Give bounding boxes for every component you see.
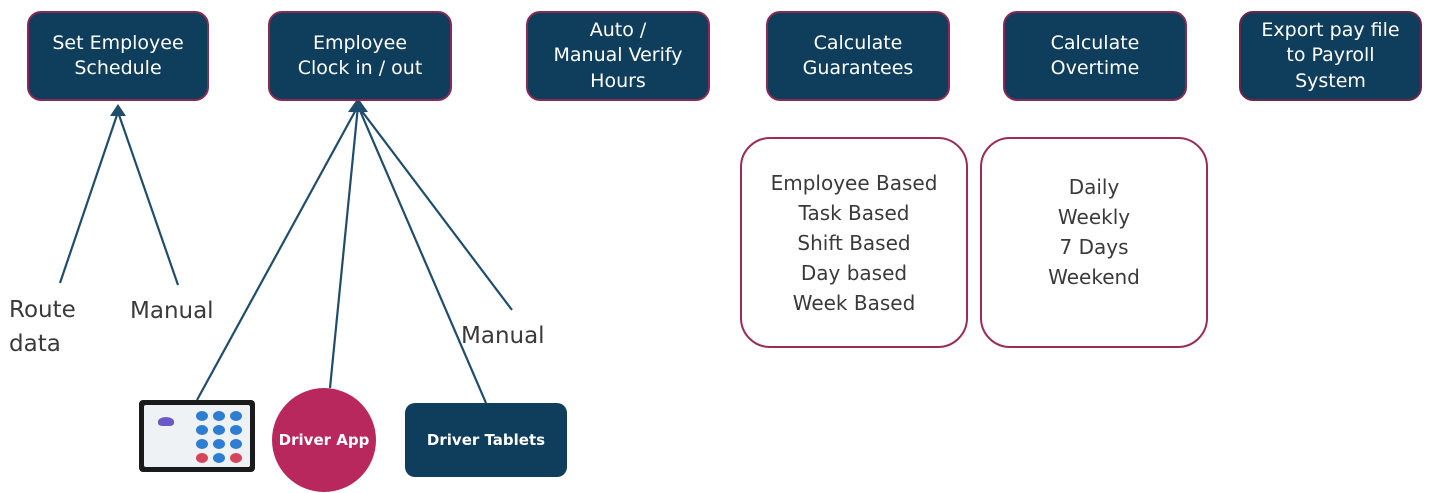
route-data-label: Route data [9, 297, 76, 357]
driver-app-circle: Driver App [272, 388, 376, 492]
guarantee-option: Day based [800, 260, 908, 285]
guarantee-option: Task Based [798, 200, 910, 225]
tablet-logo-icon [158, 417, 174, 426]
step-calculate-guarantees: Calculate Guarantees [766, 11, 950, 101]
step-verify-hours: Auto / Manual Verify Hours [526, 11, 710, 101]
overtime-option: Weekly [1057, 204, 1131, 229]
driver-tablets-label: Driver Tablets [426, 431, 546, 449]
step-set-employee-schedule: Set Employee Schedule [27, 11, 209, 101]
keypad-icon [196, 411, 242, 463]
guarantees-options-panel: Employee Based Task Based Shift Based Da… [740, 137, 968, 348]
step-calculate-overtime: Calculate Overtime [1003, 11, 1187, 101]
driver-app-label: Driver App [278, 431, 370, 449]
guarantee-option: Shift Based [797, 230, 911, 255]
guarantee-option: Employee Based [770, 170, 938, 195]
overtime-options-panel: Daily Weekly 7 Days Weekend [980, 137, 1208, 348]
step-employee-clock: Employee Clock in / out [268, 11, 452, 101]
overtime-option: Weekend [1048, 264, 1140, 289]
overtime-option: 7 Days [1059, 234, 1129, 259]
overtime-option: Daily [1068, 174, 1120, 199]
time-clock-tablet-icon [139, 400, 255, 472]
driver-tablets-box: Driver Tablets [405, 403, 567, 477]
step-export-pay-file: Export pay file to Payroll System [1239, 11, 1422, 101]
schedule-manual-label: Manual [130, 298, 214, 324]
clock-manual-label: Manual [461, 323, 545, 349]
guarantee-option: Week Based [792, 290, 916, 315]
